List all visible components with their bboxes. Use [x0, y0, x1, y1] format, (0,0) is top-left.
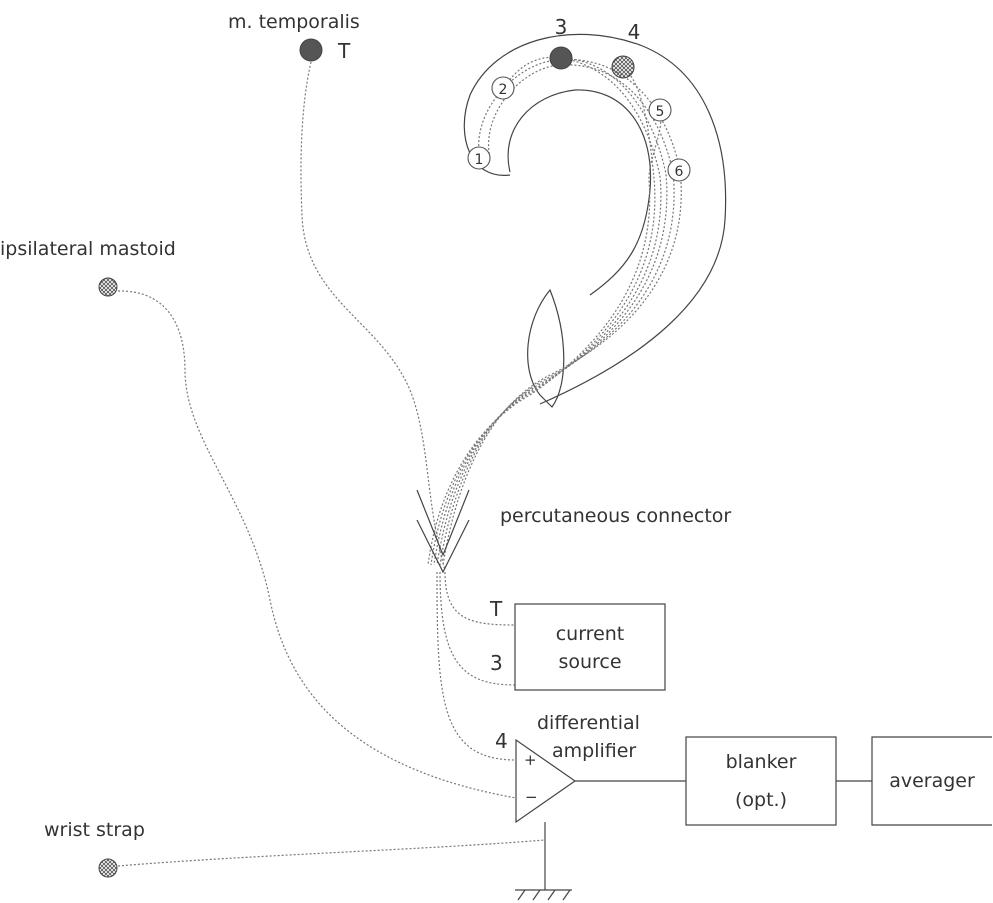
amplifier-label-line2: amplifier [552, 740, 636, 762]
temporalis-label: m. temporalis [228, 11, 360, 33]
cochlea-inner-contour [507, 89, 652, 296]
amplifier-label-line1: differential [537, 712, 640, 734]
cochlea-base-lobe [527, 288, 565, 408]
svg-text:4: 4 [628, 20, 641, 44]
svg-text:5: 5 [656, 104, 665, 120]
wire-3-to-source [439, 571, 516, 686]
differential-amplifier-triangle [515, 738, 577, 824]
amplifier-plus-sign: + [524, 751, 537, 769]
cochlea-outer-contour [463, 33, 727, 405]
temporalis-electrode [299, 38, 323, 62]
cochlear-electrode-5: 5 [648, 98, 672, 122]
electrode-array-wires [427, 56, 682, 566]
amplifier-minus-sign: − [525, 788, 538, 806]
ground-symbol [515, 822, 572, 901]
mastoid-label: ipsilateral mastoid [0, 238, 176, 260]
svg-text:2: 2 [499, 82, 508, 98]
wire-4-to-amplifier [436, 571, 517, 761]
svg-text:1: 1 [475, 152, 484, 168]
cochlear-electrode-1: 1 [467, 146, 491, 170]
connector-label: percutaneous connector [500, 505, 731, 527]
svg-text:3: 3 [555, 15, 568, 39]
wrist-electrode [98, 858, 118, 878]
wire-T-to-source [444, 571, 516, 626]
current-source-box [514, 603, 666, 691]
blanker-line2: (opt.) [735, 789, 787, 811]
current-source-line1: current [556, 623, 625, 645]
svg-text:6: 6 [675, 164, 684, 180]
wrist-label: wrist strap [44, 819, 145, 841]
percutaneous-connector [416, 489, 470, 574]
mastoid-electrode [98, 277, 118, 297]
mastoid-wire [117, 290, 517, 799]
amplifier-input-4: 4 [495, 729, 508, 753]
cochlear-electrode-3: 3 [549, 15, 573, 70]
blanker-line1: blanker [726, 751, 797, 773]
current-source-input-T: T [489, 597, 503, 621]
wrist-wire [117, 839, 546, 867]
averager-box [871, 736, 992, 826]
cochlear-electrode-6: 6 [667, 158, 691, 182]
current-source-line2: source [558, 651, 621, 673]
averager-label: averager [889, 770, 975, 792]
temporalis-tag: T [337, 39, 351, 63]
cochlear-electrode-2: 2 [491, 76, 515, 100]
cochlear-electrode-4: 4 [611, 20, 641, 79]
blanker-box [685, 736, 837, 826]
current-source-input-3: 3 [490, 651, 503, 675]
temporalis-wire [300, 61, 446, 571]
